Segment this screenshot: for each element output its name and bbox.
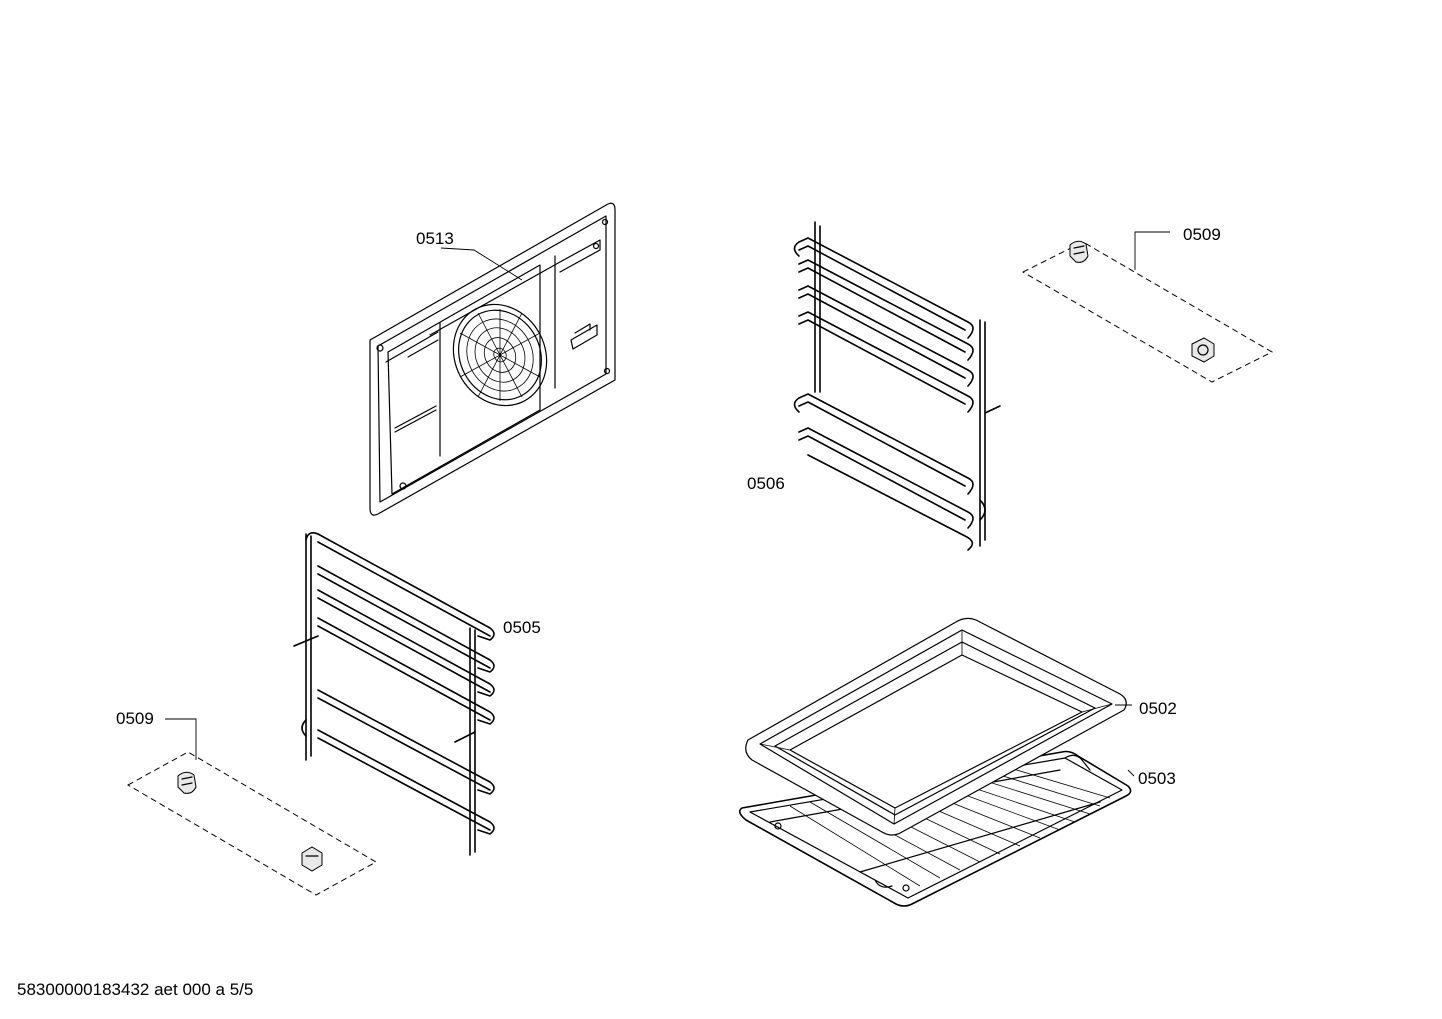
screw-set-left-part [126, 751, 378, 896]
screw-clip-icon [177, 771, 197, 794]
side-rail-right-part [793, 221, 1001, 551]
screw-nut-icon [301, 846, 323, 872]
document-id-footer: 58300000183432 aet 000 a 5/5 [17, 980, 254, 999]
back-panel-part [369, 202, 616, 516]
screw-clip-icon [1069, 240, 1089, 263]
callout-0513: 0513 [416, 229, 454, 248]
callout-0509-right: 0509 [1183, 225, 1221, 244]
baking-tray-part [745, 617, 1127, 836]
side-rail-left-part [293, 532, 495, 856]
screw-set-right-part [1021, 240, 1274, 383]
callout-0505: 0505 [503, 618, 541, 637]
callout-0509-left: 0509 [116, 709, 154, 728]
callout-0506: 0506 [747, 474, 785, 493]
screw-nut-icon [1191, 337, 1215, 363]
callout-0503: 0503 [1138, 769, 1176, 788]
callout-0502: 0502 [1139, 699, 1177, 718]
